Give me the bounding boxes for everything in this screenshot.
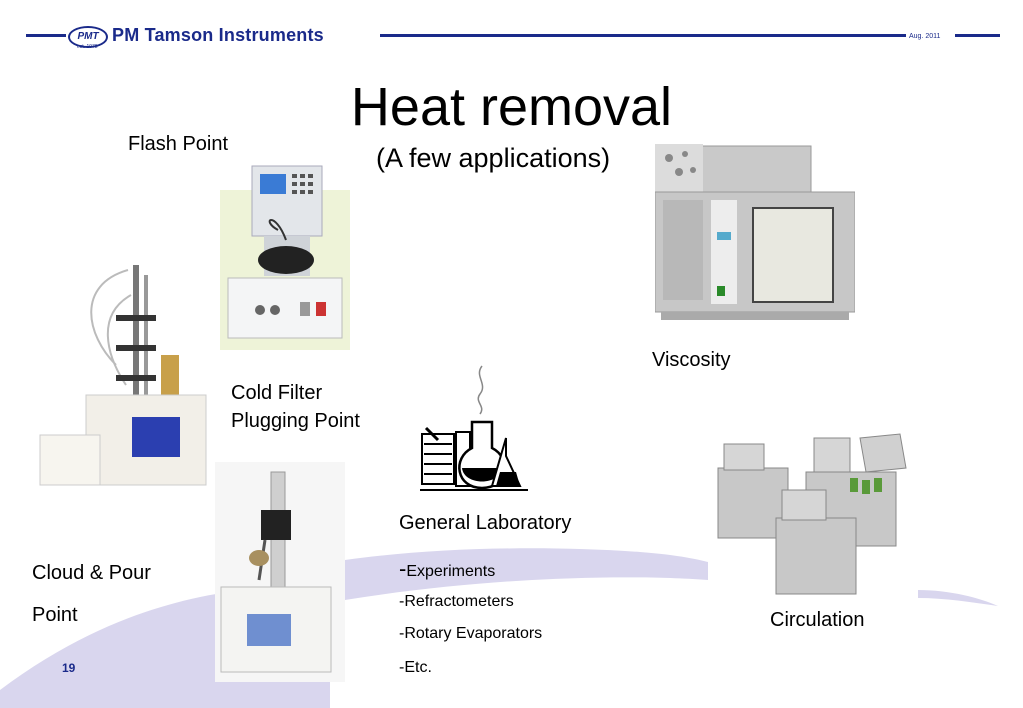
label-cfpp-line2: Plugging Point xyxy=(231,410,360,432)
lab-list-dash: - xyxy=(399,556,407,581)
header-line-right xyxy=(955,34,1000,37)
brand-name: PM Tamson Instruments xyxy=(112,25,324,45)
pmt-logo: PMT xyxy=(68,26,108,48)
viscosity-bath-image xyxy=(655,144,855,320)
label-cfpp-line1: Cold Filter xyxy=(231,382,323,404)
lab-list-item-etc: -Etc. xyxy=(399,659,432,676)
header-line-left xyxy=(26,34,66,37)
slide-subtitle: (A few applications) xyxy=(376,143,611,173)
flash-point-instrument-image xyxy=(220,165,350,350)
circulation-baths-image xyxy=(717,433,907,595)
lab-list-item-rotary-evaporators: -Rotary Evaporators xyxy=(399,625,543,642)
lab-list-item-text: Experiments xyxy=(406,563,496,580)
label-cloud-pour-line1: Cloud & Pour xyxy=(32,562,151,584)
header-line-center xyxy=(380,34,906,37)
lab-glassware-icon xyxy=(420,365,528,491)
label-general-laboratory: General Laboratory xyxy=(399,512,572,534)
label-flash-point: Flash Point xyxy=(128,133,229,155)
lab-list-item-refractometers: -Refractometers xyxy=(399,593,514,610)
slide-title: Heat removal xyxy=(350,77,673,137)
pmt-logo-subtext: est. 1978 xyxy=(77,44,98,50)
page-number: 19 xyxy=(62,661,76,675)
cloud-pour-instrument-image xyxy=(39,265,207,486)
lab-list-item-experiments: -Experiments xyxy=(399,556,495,582)
cold-filter-instrument-image xyxy=(215,462,345,682)
label-cloud-pour-line2: Point xyxy=(32,604,78,626)
label-viscosity: Viscosity xyxy=(652,349,731,371)
header-date: Aug. 2011 xyxy=(909,33,941,40)
label-circulation: Circulation xyxy=(770,609,865,631)
